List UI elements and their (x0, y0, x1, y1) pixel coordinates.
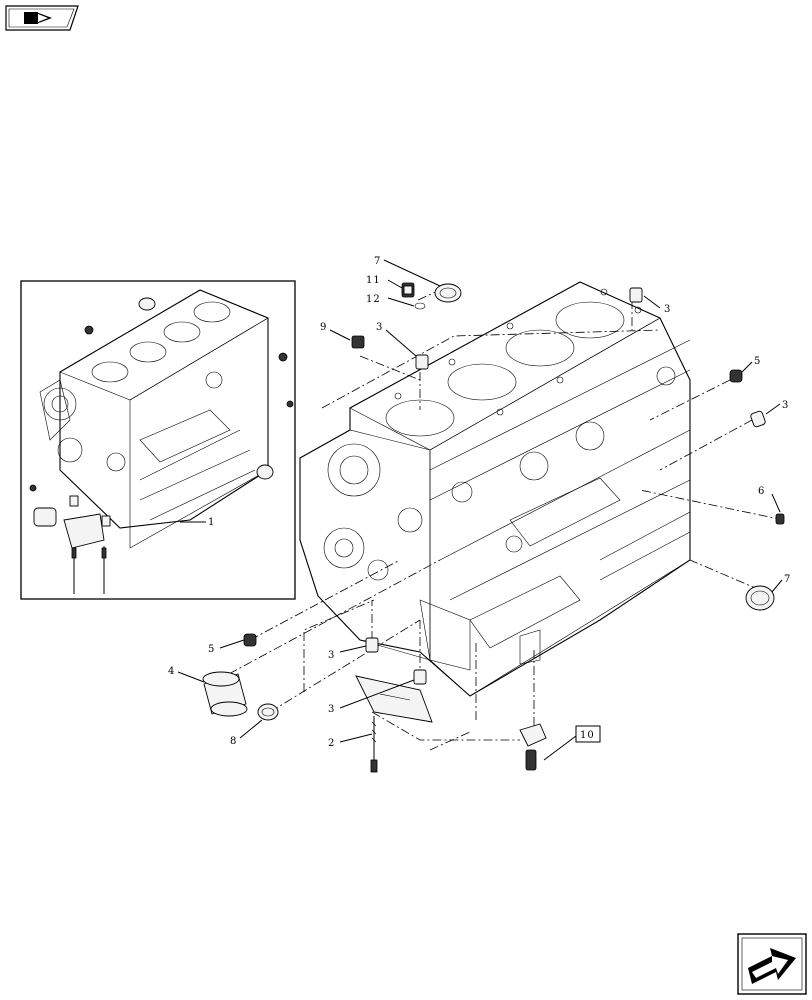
part-5-plug (729, 369, 743, 383)
inset-plug-part (278, 352, 288, 362)
callout-8: 8 (230, 736, 237, 747)
part-12-o-ring (414, 302, 426, 310)
callout-11: 11 (366, 275, 381, 286)
centerlines (213, 289, 785, 751)
callout-10-box[interactable]: 10 (575, 725, 601, 743)
part-7-top-plug (434, 283, 462, 303)
callout-2: 2 (328, 738, 335, 749)
callout-5: 5 (754, 356, 761, 367)
callout-labels: 7 11 12 9 3 3 5 3 6 7 5 4 8 3 3 2 10 (168, 256, 791, 749)
part-8-cup-plug (257, 703, 279, 721)
callout-4: 4 (168, 666, 175, 677)
callout-3: 3 (328, 650, 335, 661)
callout-3: 3 (782, 400, 789, 411)
inset-engine-block (39, 289, 269, 549)
inset-plug-part (29, 484, 37, 492)
callout-5: 5 (208, 644, 215, 655)
callout-3: 3 (376, 322, 383, 333)
callout-9: 9 (320, 322, 327, 333)
part-3-dowel (629, 287, 643, 303)
part-3-dowel (415, 354, 429, 370)
part-6-plug (775, 513, 785, 525)
callout-6: 6 (758, 486, 765, 497)
part-5-plug (243, 633, 257, 647)
inset-plug-part (256, 464, 274, 480)
inset-bearing-cap (33, 495, 111, 594)
callout-7: 7 (374, 256, 381, 267)
main-engine-block (299, 281, 691, 697)
part-3-dowel (413, 669, 427, 685)
part-10-sensor (519, 723, 547, 771)
book-arrow-icon (24, 12, 52, 24)
cylinder-bore (555, 301, 625, 339)
inset-plug-part (286, 400, 294, 408)
book-nav-button[interactable] (5, 5, 79, 31)
part-3-dowel (365, 637, 379, 653)
inset-assembly-view: 1 (20, 280, 296, 600)
callout-1: 1 (208, 517, 215, 528)
cylinder-bore (447, 363, 517, 401)
callout-3: 3 (664, 304, 671, 315)
callout-7: 7 (784, 574, 791, 585)
part-11-fitting (401, 282, 415, 298)
cylinder-bore (505, 329, 575, 367)
callout-10: 10 (580, 730, 595, 741)
part-4-bushing (202, 671, 248, 717)
part-2-bolt (370, 716, 378, 773)
forward-arrow-icon (748, 948, 796, 984)
callout-12: 12 (366, 294, 381, 305)
part-3-dowel (750, 410, 766, 428)
inset-plug-part (84, 325, 94, 335)
leader-lines (177, 259, 783, 761)
inset-plug-part (138, 297, 156, 311)
part-7-side-plug (745, 585, 775, 611)
next-page-button[interactable] (737, 933, 807, 995)
part-9-plug (351, 335, 365, 349)
cylinder-bore (385, 399, 455, 437)
callout-3: 3 (328, 704, 335, 715)
